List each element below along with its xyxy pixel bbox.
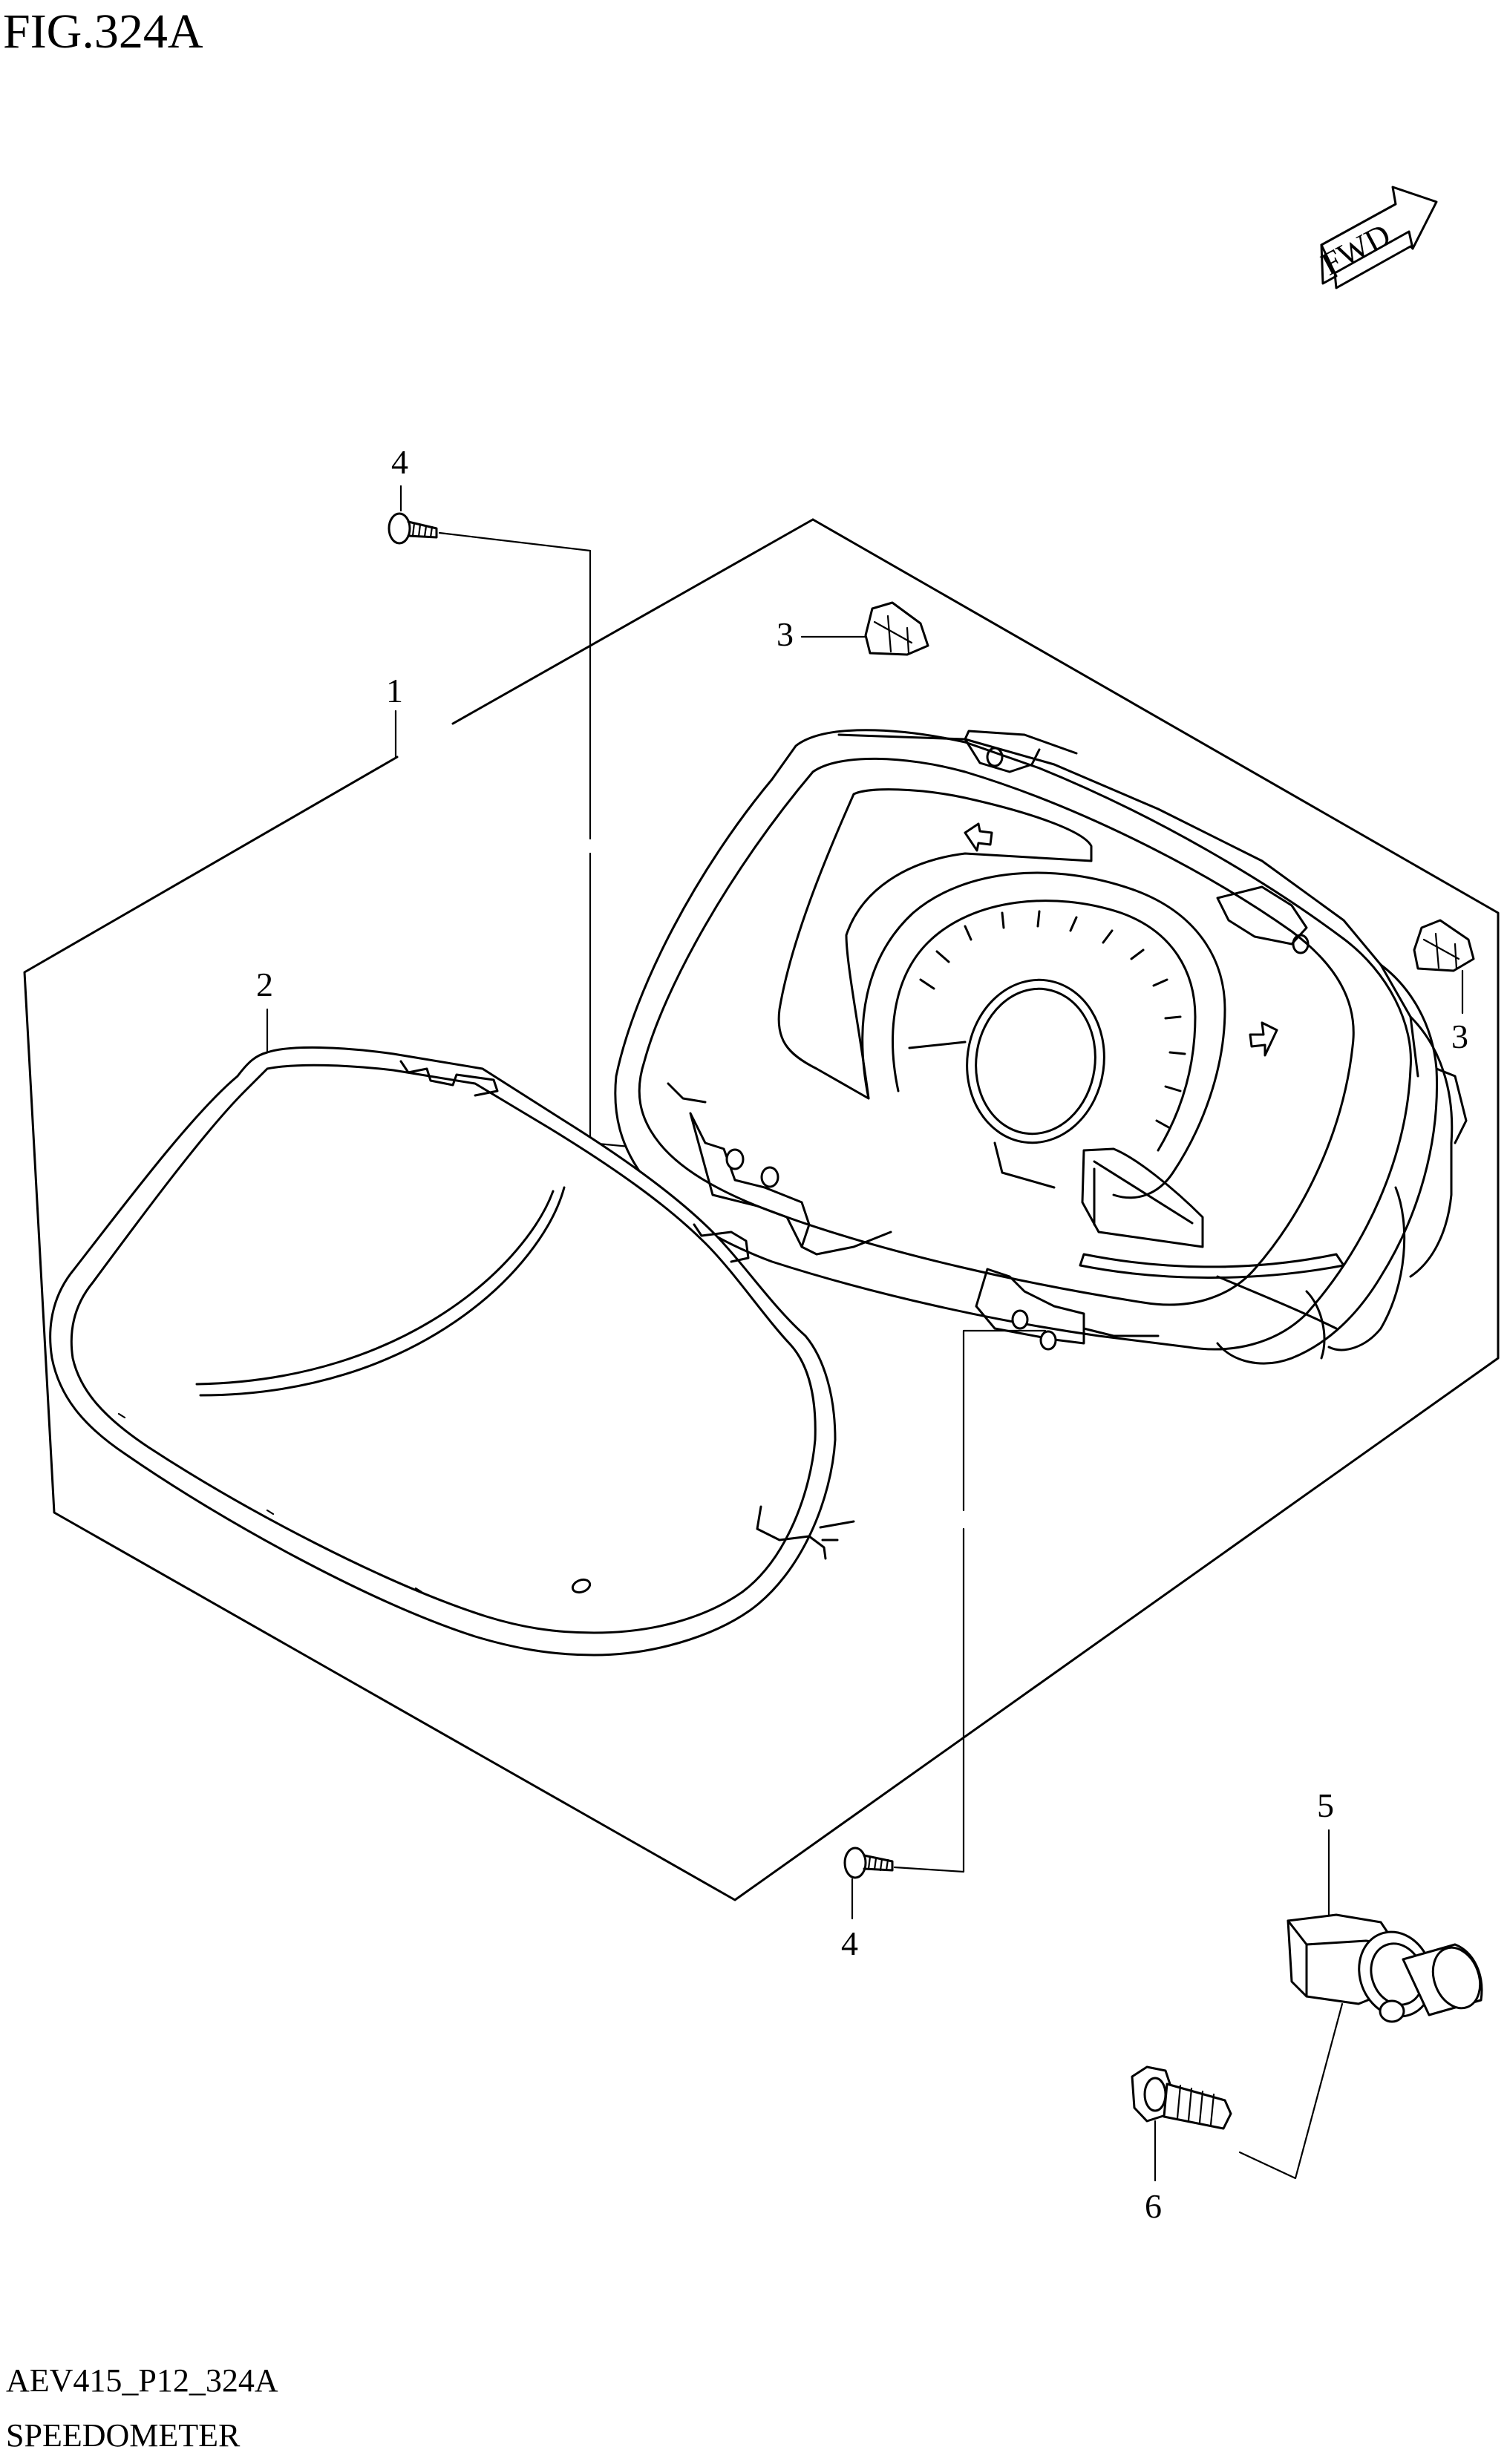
callout-bolt-top: 4 [391,443,408,481]
speed-sensor [1287,1913,1483,2023]
lens-cover [49,1046,855,1657]
meter-cluster [614,729,1468,1365]
figure-title: FIG.324A [3,4,203,59]
assembly-outline [23,518,1500,1901]
callout-clip-top: 3 [777,615,794,653]
fwd-arrow-icon: FWD [1315,186,1438,289]
guide-sensor [1238,2002,1344,2180]
callout-assembly: 1 [386,672,403,710]
footer-name: SPEEDOMETER [6,2417,241,2454]
callout-clip-right: 3 [1451,1018,1468,1055]
clip-top [864,601,929,656]
guide-bolt-bottom [893,1329,1047,1873]
footer-code: AEV415_P12_324A [6,2362,278,2399]
clip-right [1413,919,1475,972]
callout-sensor: 5 [1317,1786,1334,1824]
callout-sensor-bolt: 6 [1145,2187,1162,2225]
callout-lens-cover: 2 [256,966,273,1003]
callout-bolt-bottom: 4 [841,1924,858,1962]
sensor-bolt [1131,2065,1232,2130]
bolt-top [388,512,438,545]
bolt-bottom [843,1847,894,1879]
